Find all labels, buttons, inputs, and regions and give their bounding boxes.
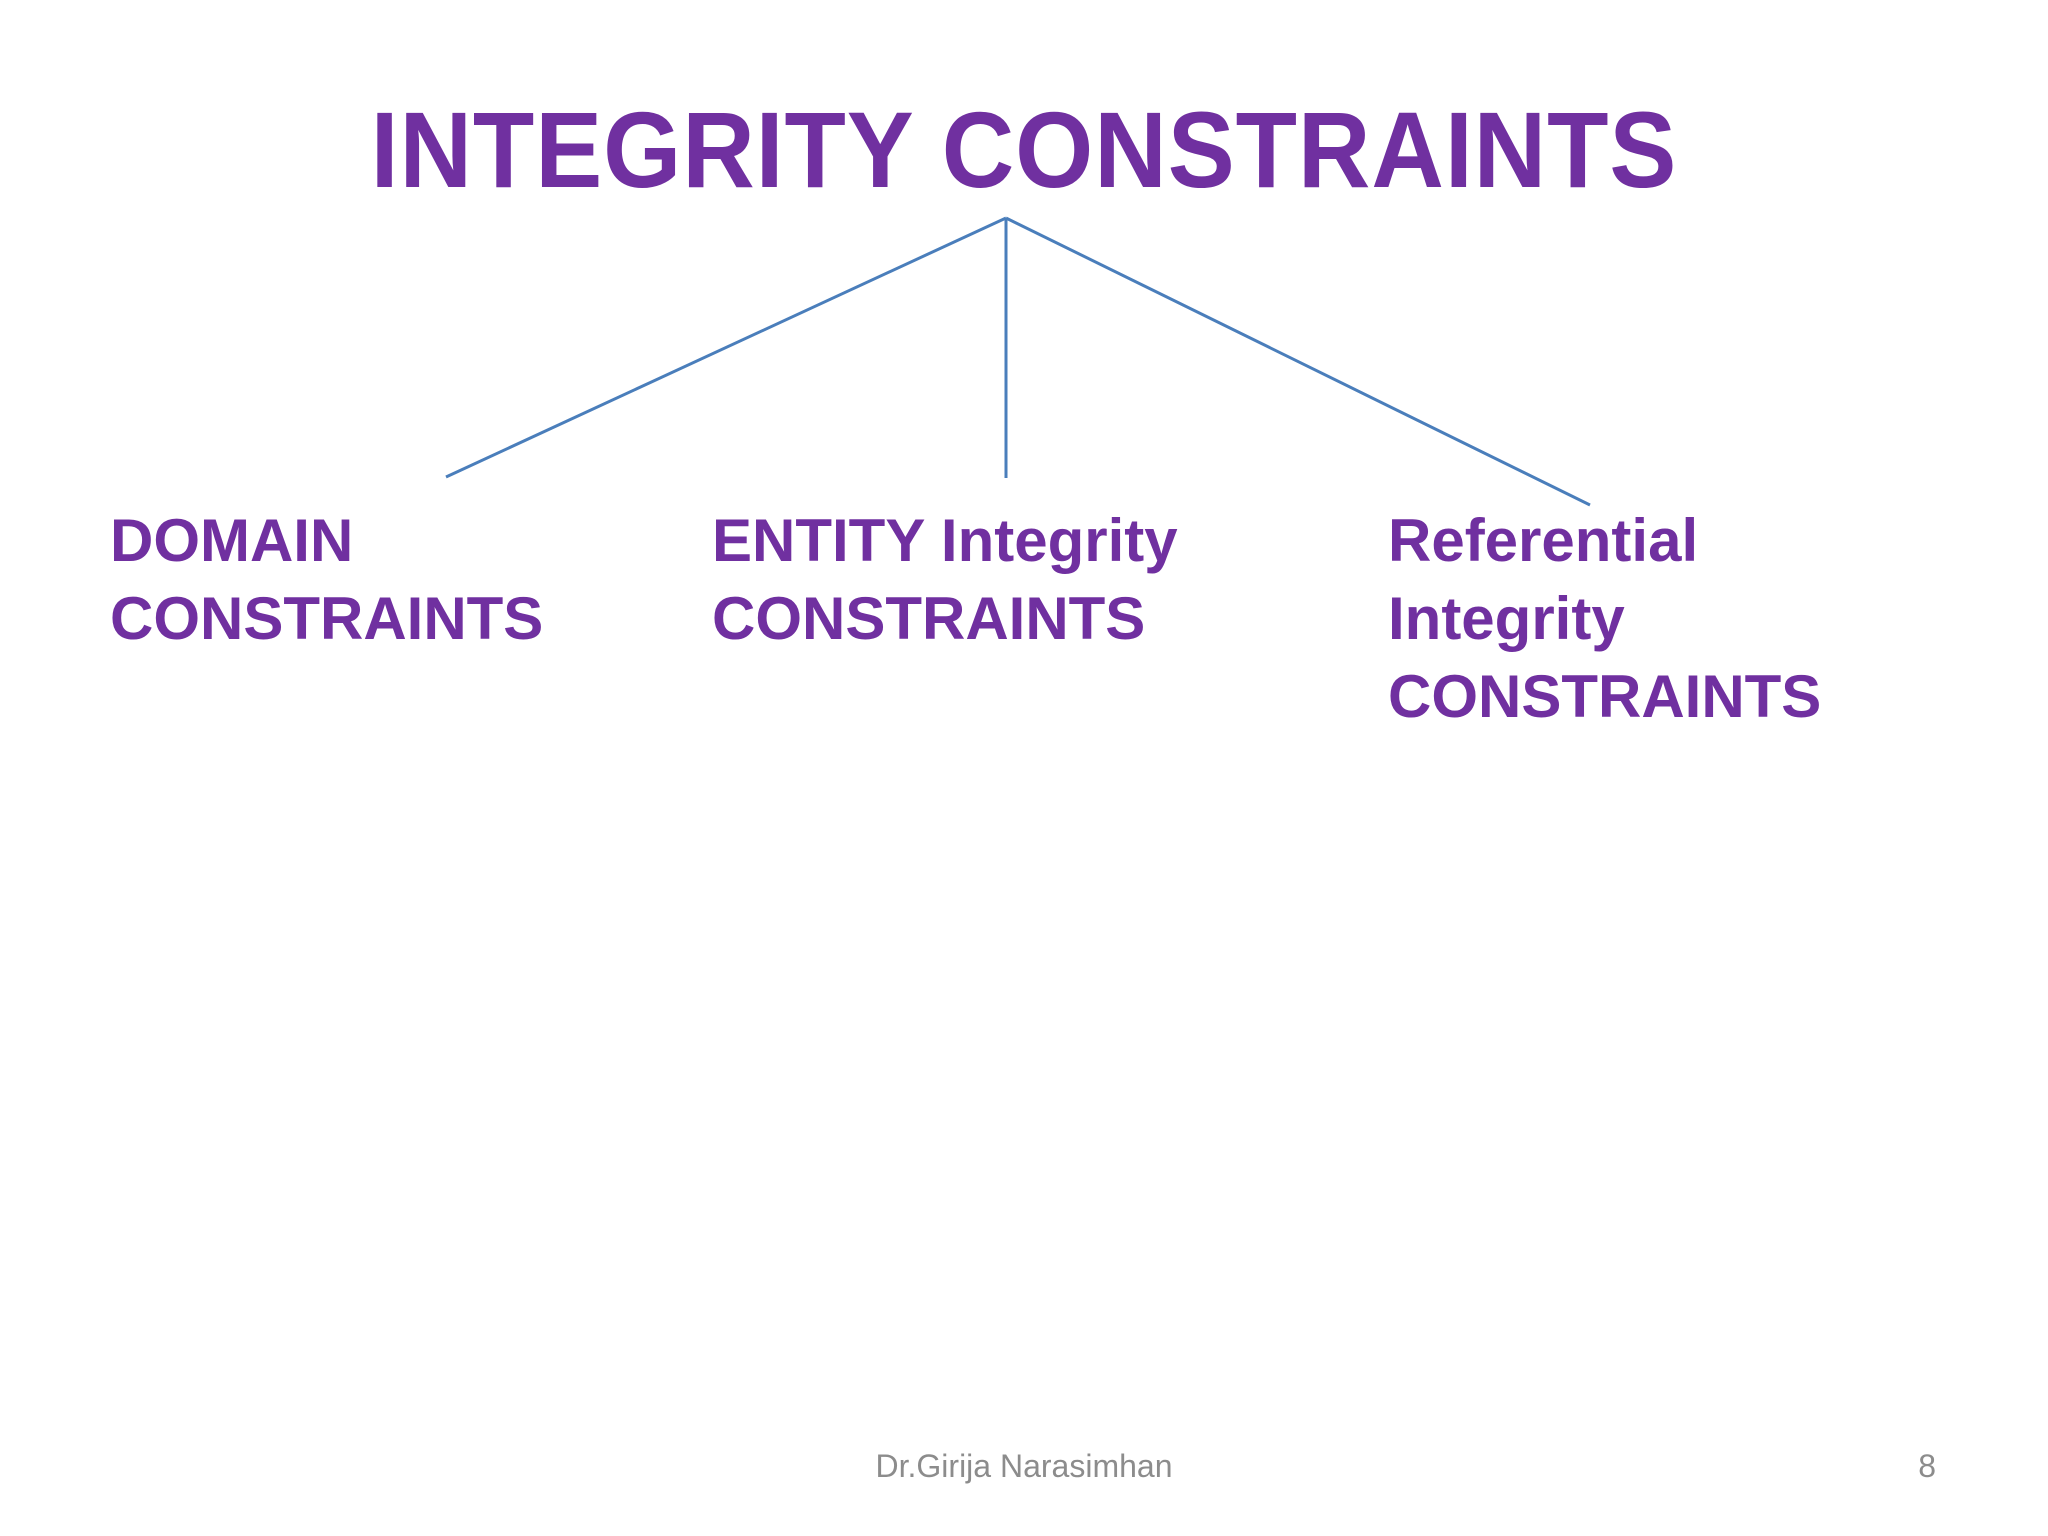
footer-author: Dr.Girija Narasimhan bbox=[875, 1448, 1173, 1484]
branch-label-referential-integrity-constraints: Referential Integrity CONSTRAINTS bbox=[1388, 507, 1822, 730]
branch-label-domain-constraints: DOMAIN CONSTRAINTS bbox=[110, 507, 544, 652]
branch-label-entity-integrity-constraints: ENTITY Integrity CONSTRAINTS bbox=[712, 507, 1178, 652]
footer-page-number: 8 bbox=[1918, 1448, 1936, 1484]
connector-line-right bbox=[1005, 216, 1591, 507]
connector-line-left bbox=[445, 216, 1007, 479]
page-title: INTEGRITY CONSTRAINTS bbox=[370, 89, 1678, 210]
